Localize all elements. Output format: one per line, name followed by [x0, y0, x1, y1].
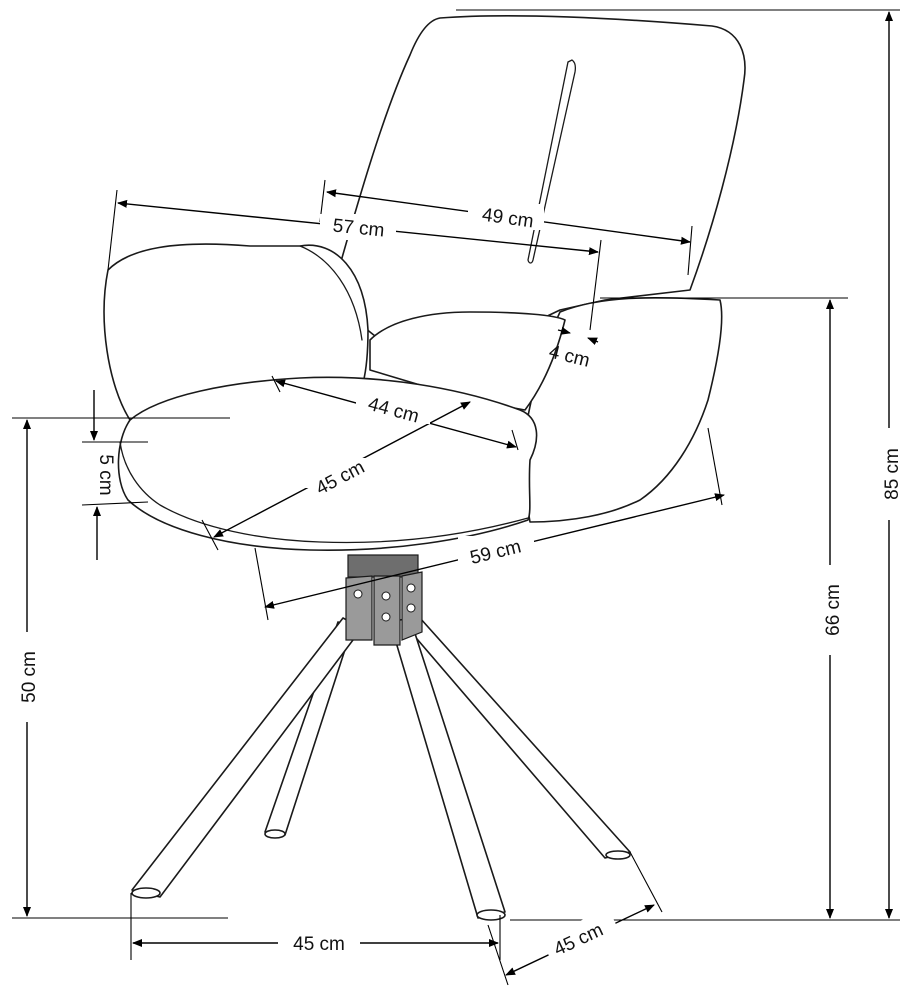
swivel-plate — [347, 554, 419, 578]
backrest-stitch — [527, 59, 577, 264]
label-arm-width: 57 cm — [332, 215, 386, 241]
label-base-height: 50 cm — [19, 651, 40, 703]
chair-shell — [103, 15, 746, 552]
swivel-mechanism — [345, 554, 423, 646]
dimension-labels: 85 cm 66 cm 50 cm 5 cm 57 cm 49 cm 4 cm … — [15, 204, 903, 967]
label-cushion-thickness: 5 cm — [95, 454, 116, 495]
swivel-bracket-center — [373, 575, 401, 646]
label-base-width-front: 45 cm — [293, 934, 345, 955]
dimension-lines — [12, 9, 900, 986]
chair-legs — [131, 617, 631, 921]
label-total-height: 85 cm — [882, 448, 903, 500]
leg-front-left — [131, 617, 363, 898]
backrest — [329, 15, 746, 345]
label-armrest-height: 66 cm — [823, 584, 844, 636]
